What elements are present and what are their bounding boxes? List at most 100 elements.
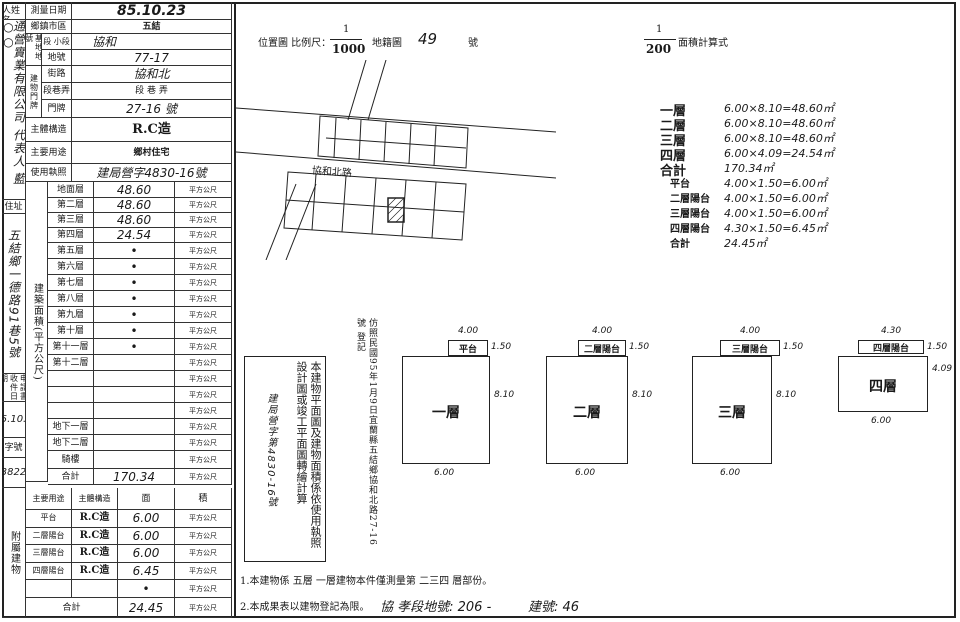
floor-name: 第十一層 [48,339,94,355]
stamp-note: 本建物平面圖及建物面積係依使用執照 設計圖或竣工平面圖轉繪計算 [295,361,322,548]
calc-label: 四層陽台 [670,224,710,235]
annex-area-value: 6.45 [118,562,175,581]
floor-area-unit: 平方公尺 [175,371,232,387]
floor-name [48,371,94,387]
calc-formula: 170.34㎡ [724,162,774,175]
plan-bottom-dim: 6.00 [871,416,892,426]
floor-area-unit: 平方公尺 [175,323,232,339]
calc-label: 合計 [660,164,687,179]
floor-area-value [94,371,175,387]
plan-side-dim: 1.50 [783,342,804,352]
annex-total: 24.45 [118,598,175,618]
annex-header-area-b: 積 [175,488,232,510]
floor-area-unit: 平方公尺 [175,275,232,291]
cadastral-unit: 號 [468,38,478,49]
plan-top-dim: 4.00 [592,326,613,336]
plan-body [546,356,628,464]
annex-area-unit: 平方公尺 [175,527,232,546]
plan-bottom-dim: 6.00 [720,468,741,478]
receipt-number: 3822 [2,458,26,488]
plan-scale-bar [644,39,676,40]
door-label: 建物門牌 [26,66,42,118]
location-map [236,60,556,260]
annex-header-use: 主要用途 [26,488,72,510]
annex-area-value: 6.00 [118,527,175,546]
annex-area-unit: 平方公尺 [175,562,232,581]
plan-side-dim: 1.50 [629,342,650,352]
plan-height-dim: 4.09 [932,364,953,374]
floor-area-unit: 平方公尺 [175,419,232,435]
township: 五結 [72,20,232,34]
use: 鄉村住宅 [72,142,232,164]
calc-formula: 6.00×4.09=24.54㎡ [724,147,834,160]
floor-area-value: • [94,339,175,355]
calc-formula: 4.00×1.50=6.00㎡ [724,177,827,190]
footer-building: 建號: 46 [528,600,580,615]
plan-body [402,356,490,464]
location-scale-num: 1 [343,24,350,35]
structure: R.C造 [72,118,232,142]
plan-floor-name: 一層 [432,405,460,421]
annex-header-area-a: 面 [118,488,175,510]
floor-area-unit: 平方公尺 [175,403,232,419]
plan-top-dim: 4.30 [881,326,902,336]
plan-bottom-dim: 6.00 [434,468,455,478]
annex-area-value: • [118,580,175,598]
floor-area-value [94,419,175,435]
floor-name: 地下二層 [48,435,94,451]
floor-area-unit: 平方公尺 [175,451,232,469]
floor-area-unit: 平方公尺 [175,387,232,403]
plan-body [838,356,928,412]
floor-area-value: 48.60 [94,198,175,213]
floor-name: 騎樓 [48,451,94,469]
calc-label: 平台 [670,179,690,190]
floor-name: 第十二層 [48,355,94,371]
calc-label: 二層陽台 [670,194,710,205]
floor-name: 第二層 [48,198,94,213]
floor-area-unit: 平方公尺 [175,198,232,213]
plan-scale-suffix: 面積計算式 [678,38,728,49]
floor-area-value: • [94,243,175,259]
annex-structure: R.C造 [72,527,118,546]
annex-structure: R.C造 [72,545,118,563]
calc-formula: 24.45㎡ [724,237,767,250]
floor-name: 第四層 [48,228,94,243]
map-street-label: 協和北路 [311,165,353,180]
annex-structure: R.C造 [72,510,118,528]
lane: 段 巷 弄 [72,83,232,100]
calc-formula: 4.30×1.50=6.45㎡ [724,222,827,235]
annex-use: 四層陽台 [26,562,72,581]
plan-balcony: 四層陽台 [858,340,924,354]
plan-balcony: 三層陽台 [720,340,780,356]
lane-label: 段巷弄 [42,83,72,100]
floor-area-unit: 平方公尺 [175,469,232,485]
floor-area-unit: 平方公尺 [175,291,232,307]
township-label: 鄉鎮市區 [26,20,72,34]
base-label: 基地地號 [26,34,42,66]
area-group-label: 建築面積(平方公尺) [26,182,48,482]
calc-formula: 4.00×1.50=6.00㎡ [724,207,827,220]
calc-formula: 4.00×1.50=6.00㎡ [724,192,827,205]
street: 協和北 [72,66,232,83]
number-field-label: 字號 [2,438,26,458]
section: 協和 [72,34,232,50]
annex-use: 三層陽台 [26,545,72,563]
plan-floor-name: 二層 [573,405,601,421]
floor-name [48,403,94,419]
number-label: 門牌 [42,100,72,118]
address-label: 住址 [2,200,26,214]
structure-label: 主體構造 [26,118,72,142]
floor-name [48,387,94,403]
footer-section: 協 孝段地號: 206 - [380,600,492,615]
location-scale-label: 位置圖 比例尺： [258,38,332,49]
stamp-box: 本建物平面圖及建物面積係依使用執照 設計圖或竣工平面圖轉繪計算 建局營字第483… [244,356,326,562]
plan-balcony: 二層陽台 [578,340,626,356]
target-lot [387,197,405,223]
annex-header-structure: 主體構造 [72,488,118,510]
registry-text: 仿照民國95年1月9日宜蘭縣五結鄉協和北路27-16號 登記 [355,318,377,546]
annex-structure [72,580,118,598]
floor-name: 地下一層 [48,419,94,435]
floor-area-value: 24.54 [94,228,175,243]
annex-structure: R.C造 [72,562,118,581]
